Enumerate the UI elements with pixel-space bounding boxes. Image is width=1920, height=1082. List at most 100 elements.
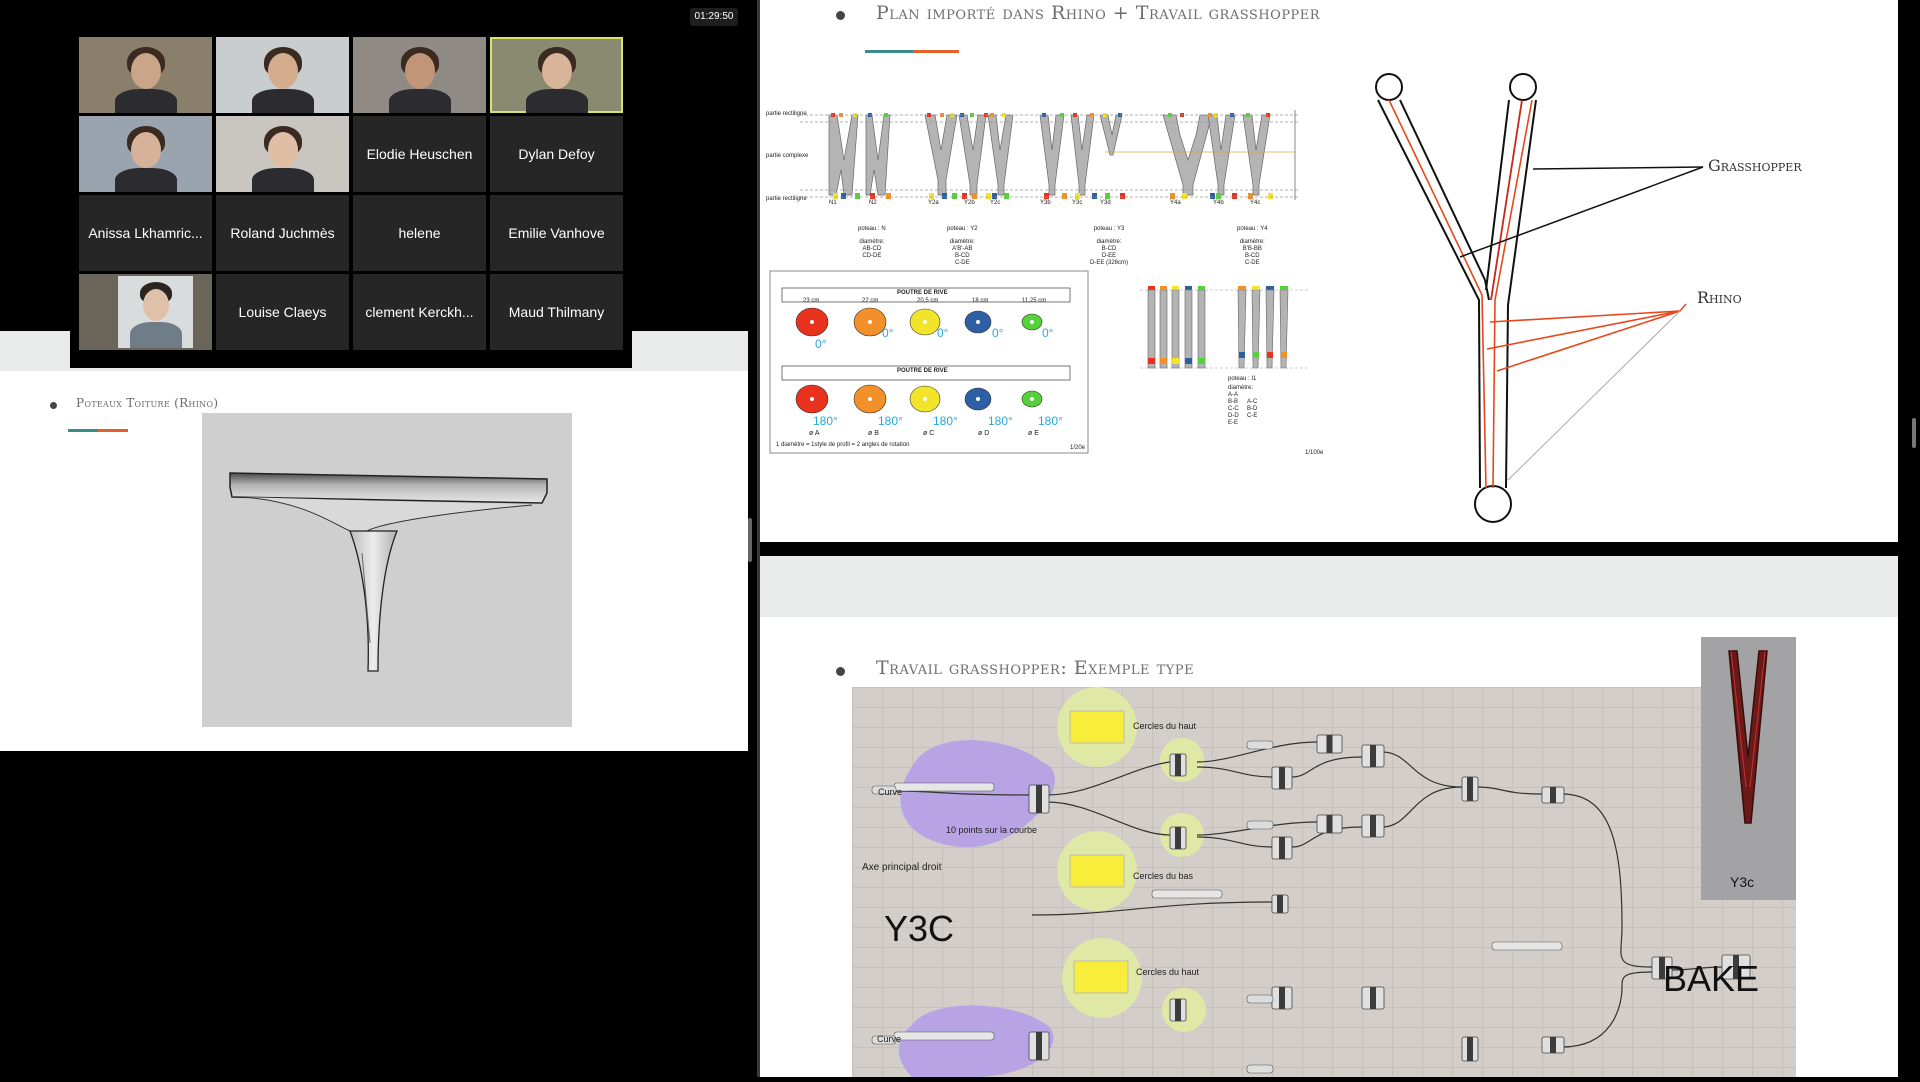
- participant-tile[interactable]: Dylan Defoy: [490, 116, 623, 192]
- diameter-label: ø A: [809, 430, 820, 437]
- participant-tile[interactable]: [490, 37, 623, 113]
- participant-tile[interactable]: helene: [353, 195, 486, 271]
- participant-video: [389, 89, 451, 113]
- participant-name: Anissa Lkhamric...: [88, 225, 203, 241]
- participant-tile[interactable]: [216, 116, 349, 192]
- participant-tile[interactable]: Louise Claeys: [216, 274, 349, 350]
- participant-video: [131, 132, 161, 168]
- participant-name: Roland Juchmès: [230, 225, 335, 241]
- panel-divider[interactable]: [757, 0, 760, 1077]
- angle-bottom-label: 180°: [988, 414, 1013, 428]
- group-divide-curve: [900, 740, 1055, 848]
- participant-tile[interactable]: Elodie Heuschen: [353, 116, 486, 192]
- diameter-label: ø E: [1028, 430, 1039, 437]
- participant-video: [268, 53, 298, 89]
- rhino-render: [202, 413, 572, 727]
- participant-video: [542, 53, 572, 89]
- participant-video: [115, 168, 177, 192]
- angle-bottom-label: 180°: [933, 414, 958, 428]
- label-y3c: Y3C: [884, 908, 955, 949]
- participant-video: [405, 53, 435, 89]
- i1-diameters-b: A-C B-D C-E: [1247, 399, 1258, 419]
- grasshopper-graph: [871, 687, 1751, 1077]
- curve-param-1: Curve: [878, 787, 903, 797]
- row-label-2: partie complexe: [766, 153, 809, 159]
- angle-top-label: 0°: [992, 326, 1004, 340]
- poutre-title-2: POUTRE DE RIVE: [897, 368, 948, 374]
- bullet-icon: [50, 402, 57, 409]
- angle-bottom-label: 180°: [878, 414, 903, 428]
- accent-line-orange: [913, 50, 959, 53]
- participant-name: Dylan Defoy: [518, 146, 595, 162]
- accent-line-teal: [865, 50, 913, 53]
- note-cercles-haut-1: Cercles du haut: [1133, 721, 1197, 731]
- meeting-window: 01:29:50 Poteaux Toiture (Rhino) Elodie …: [0, 0, 757, 1077]
- scale-label-top: 1/100e: [1305, 450, 1324, 456]
- column-id-label: Y3b: [1040, 200, 1051, 206]
- diameter-label: ø B: [868, 430, 879, 437]
- column-id-label: Y2b: [964, 200, 975, 206]
- scale-label-bottom: 1/20e: [1070, 445, 1086, 451]
- participant-tile[interactable]: [216, 37, 349, 113]
- poutre-size-label: 22 cm: [862, 298, 879, 304]
- poutre-size-label: 23 cm: [803, 298, 820, 304]
- participant-tile[interactable]: clement Kerckh...: [353, 274, 486, 350]
- accent-line-orange: [98, 429, 128, 432]
- note-cercles-bas: Cercles du bas: [1133, 871, 1194, 881]
- poutre-title-1: POUTRE DE RIVE: [897, 290, 948, 296]
- slide-title-grasshopper: Travail grasshopper: Exemple type: [876, 657, 1195, 679]
- participant-video: [118, 276, 193, 348]
- participant-name: Elodie Heuschen: [366, 146, 473, 162]
- label-grasshopper: Grasshopper: [1708, 156, 1802, 175]
- note-points: 10 points sur la courbe: [946, 825, 1038, 835]
- column-id-label: Y2a: [928, 200, 939, 206]
- participant-video: [252, 89, 314, 113]
- participant-video: [131, 53, 161, 89]
- participant-tile[interactable]: [79, 274, 212, 350]
- participant-tile[interactable]: [353, 37, 486, 113]
- slide-title-plan: Plan importé dans Rhino + Travail grassh…: [876, 2, 1321, 24]
- column-id-label: N2: [869, 200, 877, 206]
- participant-name: Emilie Vanhove: [508, 225, 605, 241]
- participant-name: clement Kerckh...: [365, 304, 474, 320]
- row-label-3: partie rectiligne: [766, 196, 807, 202]
- participant-tile[interactable]: Emilie Vanhove: [490, 195, 623, 271]
- row-label-1: partie rectiligne: [766, 111, 807, 117]
- label-rhino: Rhino: [1697, 288, 1742, 307]
- bullet-icon: [836, 667, 845, 676]
- participant-tile[interactable]: [79, 116, 212, 192]
- participant-tile[interactable]: Roland Juchmès: [216, 195, 349, 271]
- scrollbar-handle[interactable]: [1912, 418, 1916, 448]
- poutre-size-label: 20,5 cm: [917, 298, 939, 304]
- footnote: 1 diamètre = 1style de profil = 2 angles…: [776, 442, 910, 448]
- label-bake: BAKE: [1663, 958, 1760, 999]
- angle-top-label: 0°: [1042, 326, 1054, 340]
- column-id-label: Y2c: [990, 200, 1001, 206]
- participant-tile[interactable]: Maud Thilmany: [490, 274, 623, 350]
- poutre-size-label: 18 cm: [972, 298, 989, 304]
- column-id-label: Y3c: [1072, 200, 1083, 206]
- poteau-i1-label: poteau : I1: [1228, 376, 1257, 382]
- accent-line-teal: [68, 429, 98, 432]
- angle-top-label: 0°: [815, 337, 827, 351]
- angle-top-label: 0°: [937, 326, 949, 340]
- angle-bottom-label: 180°: [813, 414, 838, 428]
- participant-tile[interactable]: [79, 37, 212, 113]
- participant-video: [526, 89, 588, 113]
- participant-tile[interactable]: Anissa Lkhamric...: [79, 195, 212, 271]
- participant-name: Louise Claeys: [238, 304, 327, 320]
- rhino-preview-y3c: [1701, 637, 1796, 900]
- slide-title-band: [760, 556, 1898, 617]
- right-margin: [1898, 0, 1920, 1077]
- participant-video: [252, 168, 314, 192]
- meeting-timer: 01:29:50: [690, 8, 738, 26]
- i1-diameters: diamètre: A-A B-B C-C D-D E-E: [1228, 385, 1254, 426]
- participant-video: [268, 132, 298, 168]
- shared-slide-top: [760, 0, 1898, 542]
- split-resize-handle[interactable]: [748, 518, 752, 562]
- diameter-label: ø C: [923, 430, 935, 437]
- grasshopper-canvas: [852, 687, 1796, 1077]
